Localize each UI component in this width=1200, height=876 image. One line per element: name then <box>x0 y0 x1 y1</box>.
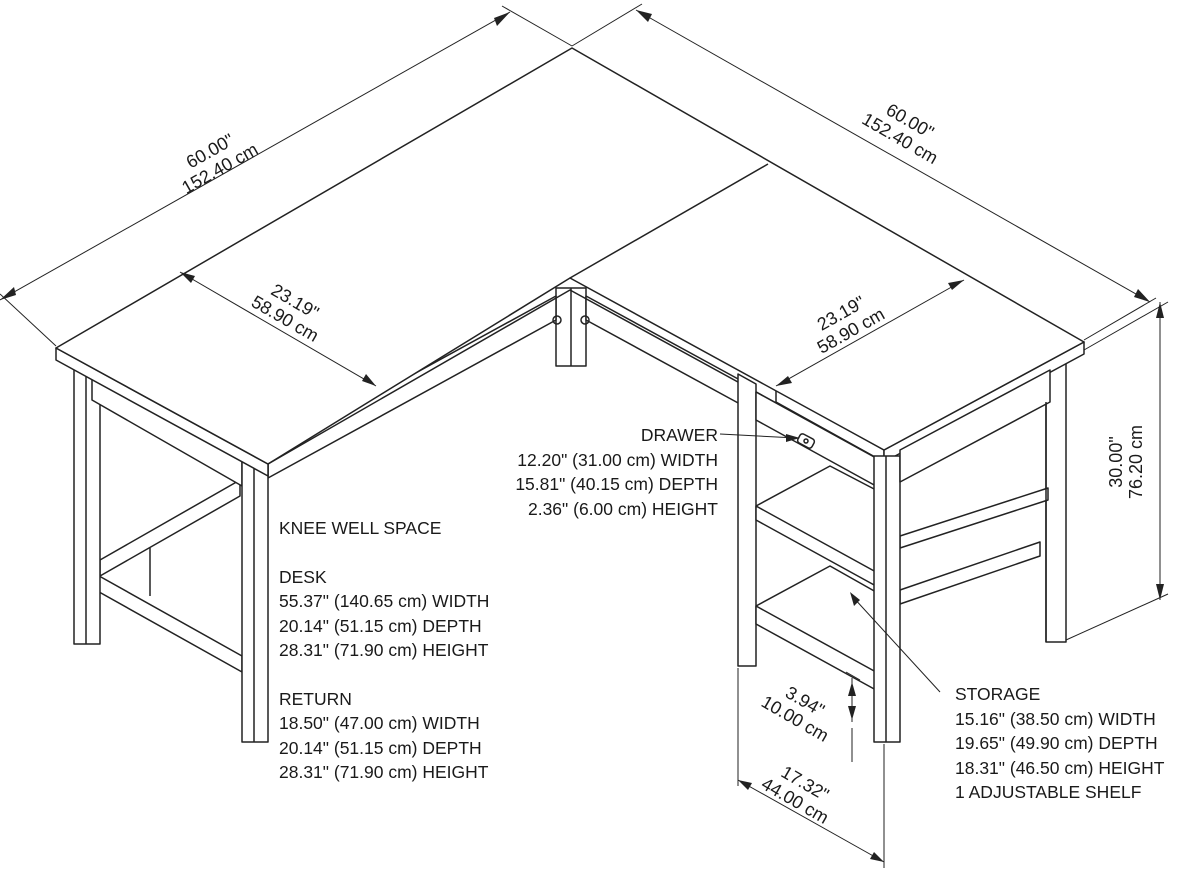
adjustable-shelf-side <box>899 487 1049 549</box>
height-in: 30.00" <box>1106 436 1126 487</box>
drawer-depth: 15.81" (40.15 cm) DEPTH <box>515 474 718 494</box>
pedestal-front-leg <box>873 455 901 743</box>
left-side-stretcher <box>99 479 241 577</box>
left-bottom-stretcher <box>91 571 243 673</box>
return-title: RETURN <box>279 688 352 709</box>
knee-well-title: KNEE WELL SPACE <box>279 518 442 538</box>
pedestal-side-apron <box>899 369 1051 483</box>
knee-well-specs: KNEE WELL SPACE DESK 55.37" (140.65 cm) … <box>279 516 489 785</box>
storage-depth: 19.65" (49.90 cm) DEPTH <box>955 733 1158 753</box>
desk-width: 55.37" (140.65 cm) WIDTH <box>279 591 490 611</box>
left-inner-leg <box>241 459 269 743</box>
pedestal-left-leg <box>737 373 757 667</box>
left-front-leg <box>73 361 101 645</box>
storage-specs: STORAGE 15.16" (38.50 cm) WIDTH 19.65" (… <box>955 682 1164 805</box>
return-width: 18.50" (47.00 cm) WIDTH <box>279 713 480 733</box>
drawer-specs: DRAWER 12.20" (31.00 cm) WIDTH 15.81" (4… <box>470 423 718 521</box>
storage-title: STORAGE <box>955 684 1041 704</box>
desk-depth: 20.14" (51.15 cm) DEPTH <box>279 615 482 636</box>
height-cm: 76.20 cm <box>1126 425 1146 499</box>
drawer-knob <box>796 433 816 449</box>
drawer-width: 12.20" (31.00 cm) WIDTH <box>517 449 718 470</box>
tabletop <box>55 47 1085 465</box>
drawer-title: DRAWER <box>640 425 718 445</box>
return-height: 28.31" (71.90 cm) HEIGHT <box>279 762 489 782</box>
desk-title: DESK <box>279 566 327 587</box>
return-depth: 20.14" (51.15 cm) DEPTH <box>279 737 482 758</box>
storage-height: 18.31" (46.50 cm) HEIGHT <box>955 757 1165 778</box>
drawer-height: 2.36" (6.00 cm) HEIGHT <box>527 498 718 519</box>
storage-width: 15.16" (38.50 cm) WIDTH <box>955 708 1156 729</box>
bottom-shelf-front <box>755 605 877 691</box>
storage-shelf: 1 ADJUSTABLE SHELF <box>955 782 1142 802</box>
desk-height: 28.31" (71.90 cm) HEIGHT <box>279 640 489 660</box>
bottom-shelf-side <box>899 541 1041 605</box>
